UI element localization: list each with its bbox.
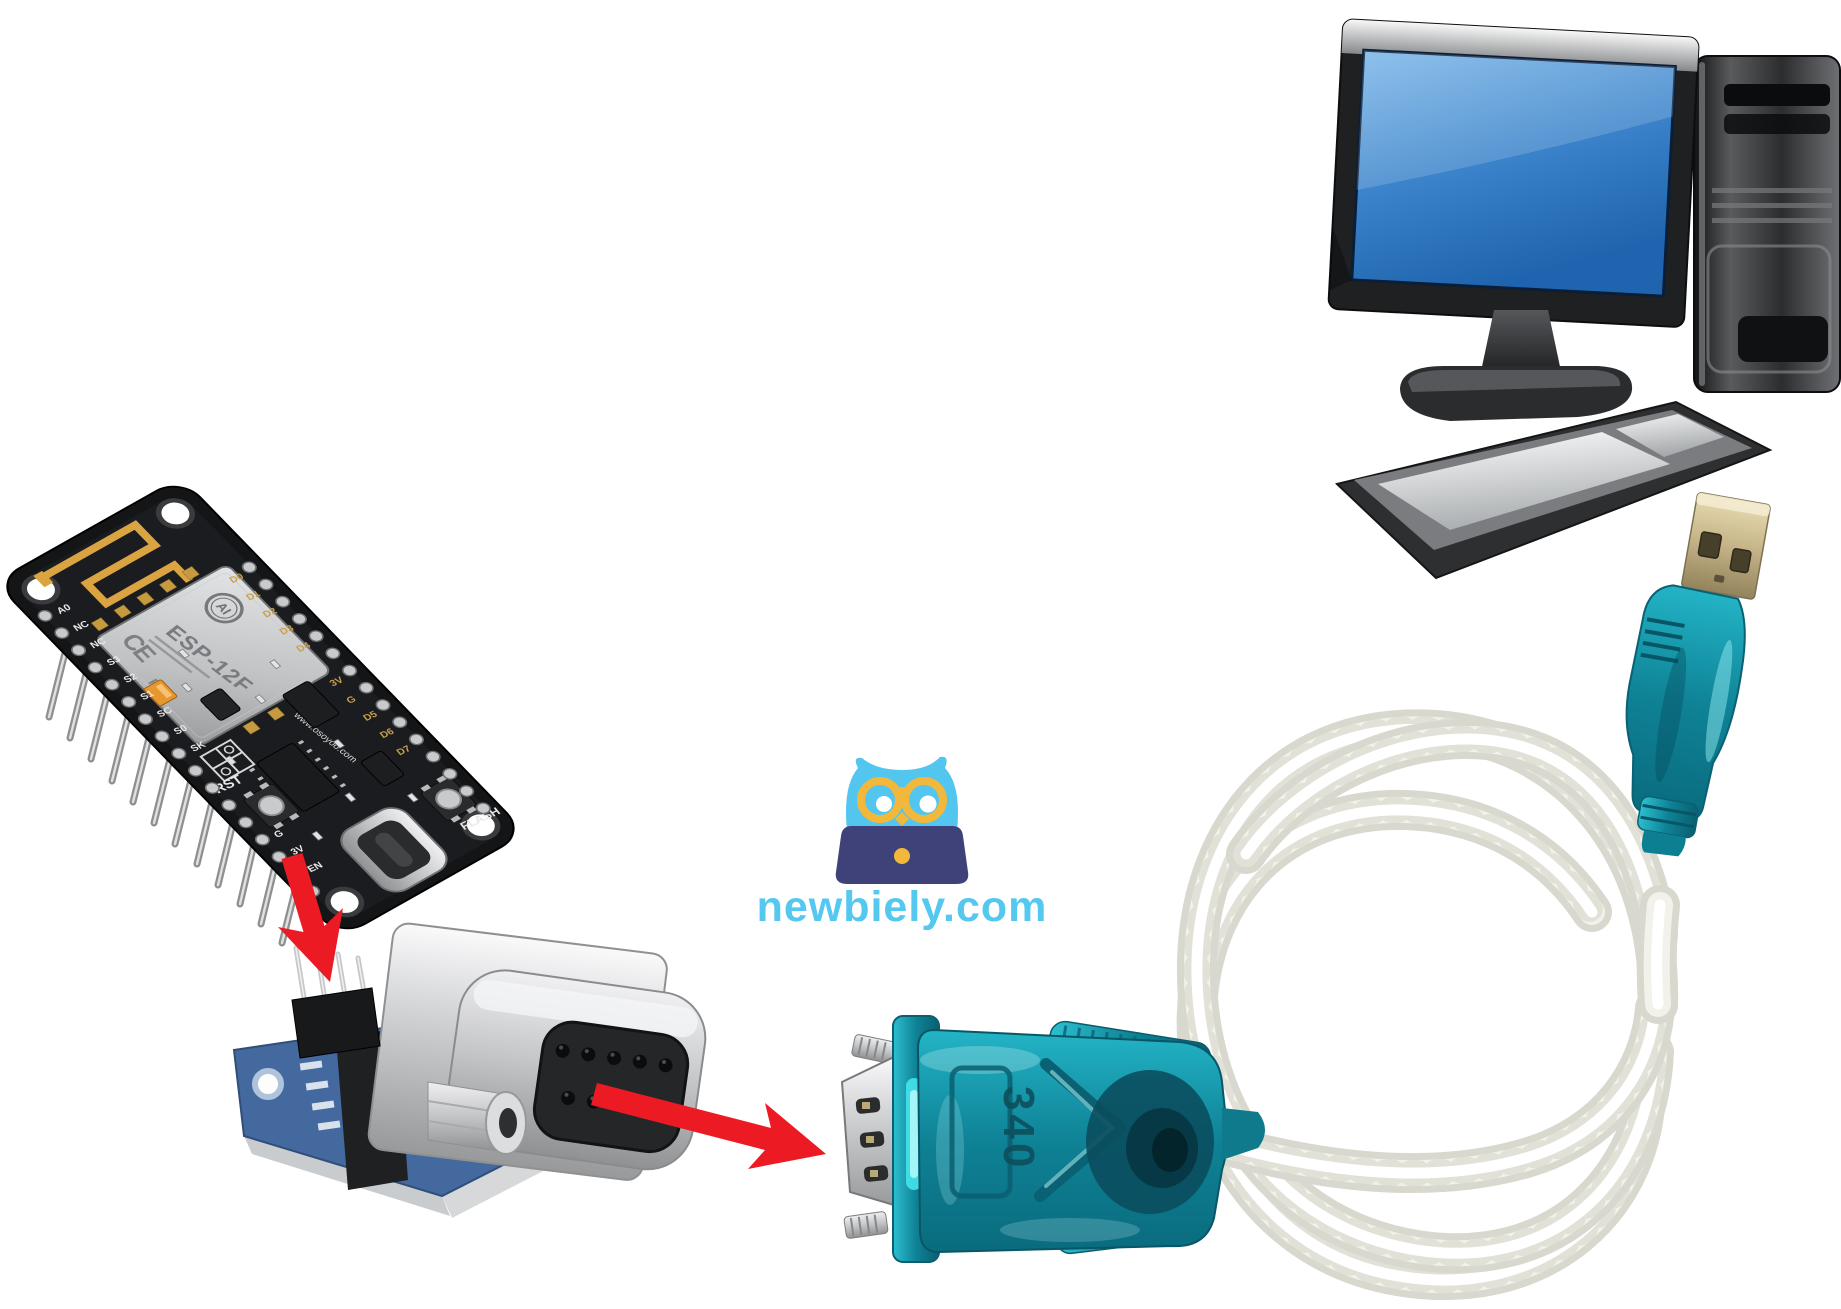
esp8266-nodemcu-board: AI ESP-12F CE FC www.osoyoo.com [6,485,515,930]
ai-thinker-logo [204,592,244,624]
usb-contact-slot [1697,531,1723,559]
db9-male-pins [855,1097,889,1182]
usb-contact-slot [1729,548,1752,574]
svg-text:D1: D1 [244,589,263,603]
esp-board-pins [45,649,300,947]
monitor-stand [1400,310,1633,421]
usb-cable-coil [1197,729,1660,1280]
owl-beak [895,812,909,826]
svg-text:D6: D6 [378,727,397,741]
pin-pads-top [241,561,491,815]
mounting-hole [325,886,365,918]
usb-a-plug [1625,492,1771,857]
svg-text:S3: S3 [105,654,124,668]
computer-tower-icon [1693,55,1841,393]
svg-text:D5: D5 [361,709,380,723]
svg-text:D3: D3 [278,623,297,637]
site-name: newbiely.com [757,883,1048,931]
owl-glasses [857,777,947,823]
usb-rs232-adapter: 340 [840,1015,1265,1263]
svg-text:D0: D0 [228,572,247,586]
usb-c-port [340,807,448,893]
svg-text:D7: D7 [395,744,414,758]
arrow-module-to-adapter [591,1083,826,1169]
svg-text:A0: A0 [55,602,74,616]
owl-eye [919,795,937,813]
mounting-hole [155,498,195,529]
svg-text:3V: 3V [328,675,346,689]
adapter-model-marking: 340 [994,1086,1043,1171]
svg-text:S2: S2 [122,672,141,686]
thumbscrew [843,1211,889,1239]
owl-eye [876,796,892,812]
svg-text:G: G [345,694,359,706]
svg-text:S1: S1 [138,689,157,703]
mounting-hole [252,1068,284,1100]
ic-chips [200,681,405,816]
svg-text:D4: D4 [294,641,313,655]
pin-pads-bottom [37,609,321,898]
arrow-esp-to-module [278,853,343,982]
wifi-antenna-trace [39,520,194,609]
tantalum-capacitor [143,679,178,707]
pcb-silkscreen-marks [299,1060,341,1131]
laptop-logo-dot [894,848,910,864]
desktop-computer [1327,18,1841,580]
pin-labels-bottom: A0 NC NC S3 S2 S1 SC S0 SK G 3V EN [55,602,325,874]
svg-text:G: G [272,829,286,841]
newbiely-logo: newbiely.com [757,756,1048,931]
flash-button [420,775,477,823]
svg-text:S0: S0 [172,723,191,737]
hex-standoff [427,1081,527,1155]
computer-monitor-icon [1327,18,1700,328]
module-header-pins [291,945,381,1059]
svg-text:D2: D2 [261,606,280,620]
rs232-serial-module [232,922,707,1218]
reset-button [243,782,300,830]
computer-keyboard-icon [1334,400,1773,580]
pin-labels-top: D0 D1 D2 D3 D4 3V G D5 D6 D7 [228,572,414,758]
mounting-hole [461,809,501,841]
